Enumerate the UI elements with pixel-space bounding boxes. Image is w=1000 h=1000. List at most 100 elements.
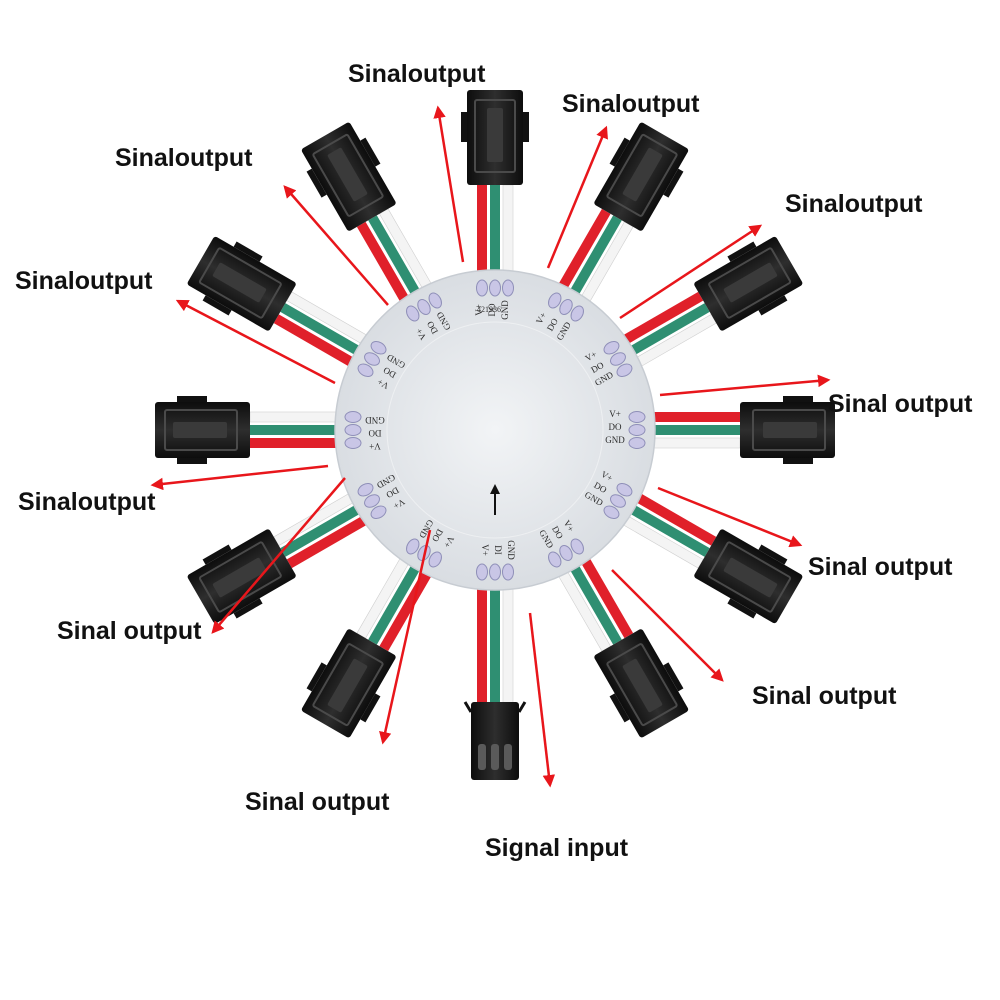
connector-icon <box>301 122 396 231</box>
connector-icon <box>155 396 250 464</box>
solder-pad <box>628 437 646 449</box>
red-arrow-icon <box>150 464 329 491</box>
pin-label: GND <box>506 540 516 560</box>
pin-label: GND <box>605 435 625 445</box>
connector-icon <box>301 629 396 738</box>
output-cable-7 <box>301 550 436 738</box>
wire <box>502 579 514 706</box>
solder-pad <box>570 305 584 322</box>
wire <box>356 221 414 310</box>
solder-pad <box>370 341 387 355</box>
solder-pad <box>476 563 488 581</box>
pin-label: DO <box>609 422 622 432</box>
pin-label: DI <box>493 545 503 555</box>
callout-output-8: Sinal output <box>57 617 202 645</box>
output-cable-5 <box>615 489 803 624</box>
pin-label: V+ <box>480 544 490 556</box>
output-cable-4 <box>644 396 835 464</box>
callout-output-3: Sinaloutput <box>115 144 253 172</box>
wire <box>250 425 345 435</box>
wire <box>490 185 500 280</box>
red-arrow-icon <box>379 529 432 745</box>
solder-pad <box>603 341 620 355</box>
solder-pad <box>570 538 584 555</box>
callout-output-2: Sinaloutput <box>562 90 700 118</box>
wire <box>565 557 622 645</box>
solder-pad <box>489 279 501 297</box>
wire <box>622 303 710 360</box>
solder-pad <box>489 563 501 581</box>
connector-icon <box>740 396 835 464</box>
connector-icon <box>594 122 689 231</box>
solder-pad <box>548 292 562 309</box>
solder-pad <box>370 505 387 519</box>
solder-pad <box>344 411 362 423</box>
callout-arrows <box>150 105 831 788</box>
solder-pad <box>628 411 646 423</box>
pin-label: V+ <box>369 441 381 451</box>
solder-pad <box>502 279 514 297</box>
up-arrow-head <box>490 484 500 494</box>
output-pads: V+ DO GND <box>344 411 385 451</box>
wire <box>622 500 710 557</box>
input-cable <box>463 579 527 780</box>
output-cable-6 <box>554 550 689 738</box>
solder-pad <box>603 505 620 519</box>
wire <box>250 438 345 448</box>
solder-pad <box>628 424 646 436</box>
red-arrow-icon <box>619 224 763 320</box>
wire <box>565 215 622 303</box>
pin-label: GND <box>500 300 510 320</box>
solder-pad <box>357 363 374 377</box>
red-arrow-icon <box>528 612 556 788</box>
output-cable-9 <box>155 396 346 464</box>
red-arrow-icon <box>611 569 724 682</box>
red-arrow-icon <box>433 105 465 263</box>
solder-pad <box>476 279 488 297</box>
solder-pad <box>428 292 442 309</box>
red-arrow-icon <box>175 299 336 385</box>
pin-label: GND <box>365 415 385 425</box>
callout-output-5: Sinaloutput <box>15 267 153 295</box>
pin-label: DO <box>368 428 381 438</box>
red-arrow-icon <box>546 125 608 269</box>
connector-icon <box>187 529 296 624</box>
solder-pad <box>610 494 626 508</box>
red-arrow-icon <box>659 374 831 397</box>
pin-label: DO <box>487 303 497 316</box>
connector-icon <box>187 236 296 331</box>
callout-output-6: Sinal output <box>828 390 973 418</box>
solder-pad <box>344 424 362 436</box>
connector-icon <box>463 701 527 780</box>
board-code: 421936 <box>477 305 501 314</box>
wire <box>554 208 611 297</box>
solder-pad <box>357 483 374 497</box>
solder-pad <box>364 352 380 366</box>
output-cable-2 <box>554 122 689 310</box>
callout-signal-input: Signal input <box>485 834 629 862</box>
wire <box>280 500 368 557</box>
output-cable-1 <box>461 90 529 281</box>
wire <box>368 557 425 645</box>
callout-output-1: Sinaloutput <box>348 60 486 88</box>
wire <box>249 411 346 423</box>
connector-icon <box>594 629 689 738</box>
solder-pad <box>417 299 431 315</box>
wire <box>273 314 362 371</box>
wire <box>286 511 375 569</box>
red-arrow-icon <box>211 477 346 634</box>
wire <box>615 291 704 349</box>
wire <box>477 580 487 705</box>
wire <box>490 580 500 705</box>
connector-icon <box>694 529 803 624</box>
output-cable-3 <box>615 236 803 371</box>
board-disk <box>334 269 656 591</box>
solder-pad <box>502 563 514 581</box>
solder-pad <box>406 538 420 555</box>
cable-spokes <box>155 90 835 780</box>
callout-output-7: Sinal output <box>808 553 953 581</box>
solder-pad <box>344 437 362 449</box>
